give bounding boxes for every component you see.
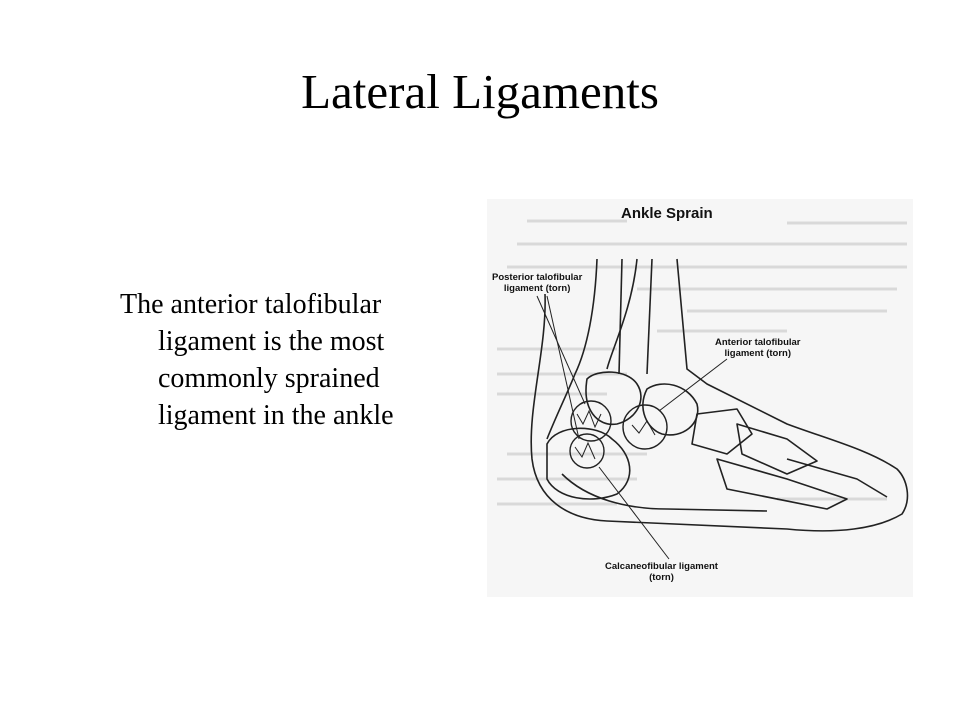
label-line: ligament (torn) — [503, 283, 571, 294]
label-calcaneofibular: Calcaneofibular ligament (torn) — [605, 561, 718, 583]
label-posterior-talofibular: Posterior talofibular ligament (torn) — [492, 272, 582, 294]
label-anterior-talofibular: Anterior talofibular ligament (torn) — [715, 337, 801, 359]
label-line: Calcaneofibular ligament — [605, 561, 718, 572]
label-line: (torn) — [649, 572, 674, 583]
body-paragraph: The anterior talofibular ligament is the… — [120, 289, 394, 431]
figure-title: Ankle Sprain — [621, 205, 713, 222]
label-line: ligament (torn) — [724, 348, 792, 359]
body-text: The anterior talofibular ligament is the… — [120, 286, 420, 434]
foot-illustration — [497, 219, 909, 560]
label-line: Posterior talofibular — [492, 272, 583, 283]
ankle-sprain-figure: Ankle Sprain Posterior talofibular ligam… — [487, 199, 913, 597]
slide-title: Lateral Ligaments — [301, 64, 659, 119]
label-line: Anterior talofibular — [715, 337, 801, 348]
